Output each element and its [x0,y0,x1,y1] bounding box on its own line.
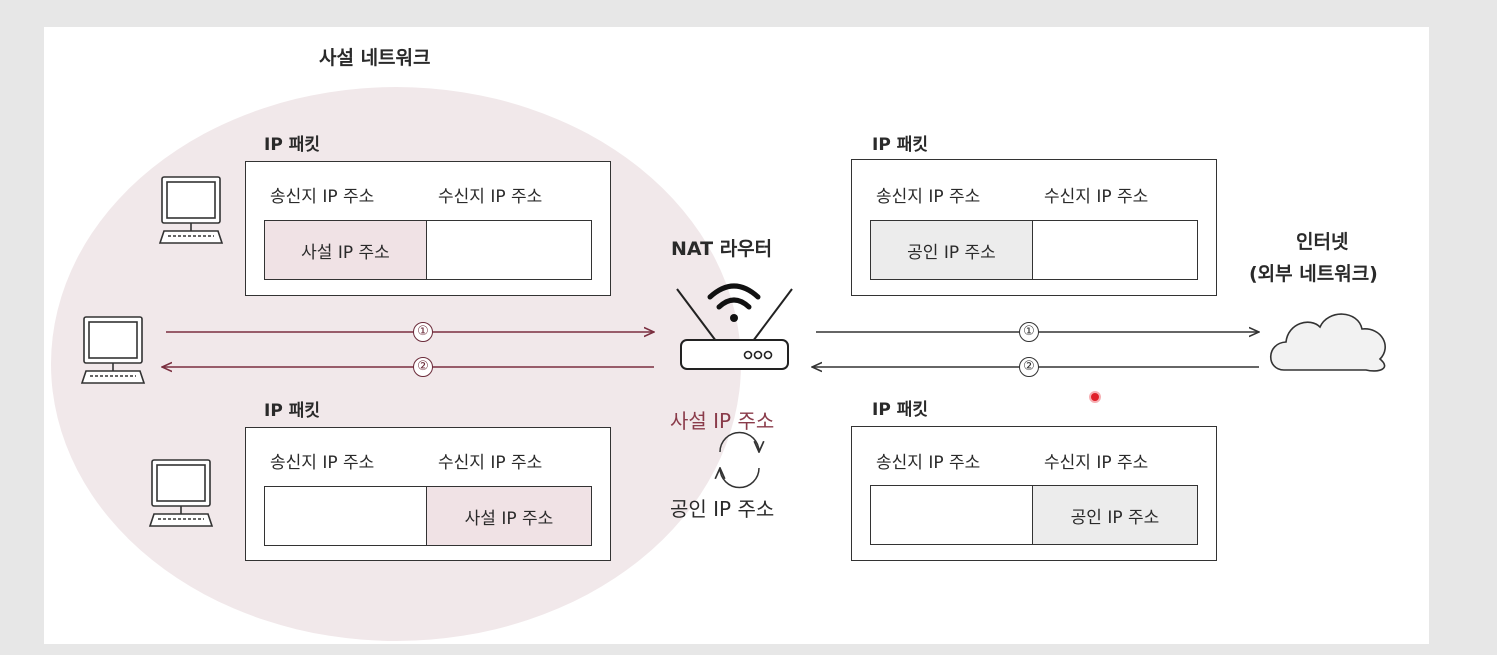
packet-private-outgoing: 송신지 IP 주소 수신지 IP 주소 사설 IP 주소 [245,161,611,296]
source-cell: 공인 IP 주소 [870,220,1033,280]
step-1-private-label: ① [413,322,433,342]
cloud-icon [1270,313,1386,372]
internet-label-line2: (외부 네트워크) [1249,263,1378,285]
computer-icon [148,459,214,527]
step-2-private-label: ② [413,357,433,377]
destination-cell: 사설 IP 주소 [426,486,592,546]
source-header: 송신지 IP 주소 [270,453,375,473]
packet-title: IP 패킷 [872,400,928,420]
destination-header: 수신지 IP 주소 [1044,187,1149,207]
source-header: 송신지 IP 주소 [876,453,981,473]
source-cell [870,485,1033,545]
private-network-label: 사설 네트워크 [319,47,431,69]
packet-private-incoming: 송신지 IP 주소 수신지 IP 주소 사설 IP 주소 [245,427,611,561]
slide-canvas: 사설 네트워크 NAT 라우터 인터넷 (외부 네트워크) 사설 IP 주소 공… [44,27,1429,644]
computer-icon [158,176,224,244]
router-label: NAT 라우터 [671,238,773,260]
destination-header: 수신지 IP 주소 [438,187,543,207]
wifi-icon [707,283,761,322]
packet-public-incoming: 송신지 IP 주소 수신지 IP 주소 공인 IP 주소 [851,426,1217,561]
destination-cell [1032,220,1198,280]
source-cell [264,486,427,546]
cycle-icon [720,431,759,489]
cursor-dot [1089,391,1101,403]
source-cell: 사설 IP 주소 [264,220,427,280]
destination-header: 수신지 IP 주소 [438,453,543,473]
internet-label-line1: 인터넷 [1296,231,1349,253]
step-2-public-label: ② [1019,357,1039,377]
packet-title: IP 패킷 [264,401,320,421]
destination-cell [426,220,592,280]
packet-public-outgoing: 송신지 IP 주소 수신지 IP 주소 공인 IP 주소 [851,159,1217,296]
destination-header: 수신지 IP 주소 [1044,453,1149,473]
source-header: 송신지 IP 주소 [876,187,981,207]
router-icon [676,288,793,370]
destination-cell: 공인 IP 주소 [1032,485,1198,545]
source-header: 송신지 IP 주소 [270,187,375,207]
translation-to: 공인 IP 주소 [670,497,775,521]
computer-icon [80,316,146,384]
packet-title: IP 패킷 [264,135,320,155]
step-1-public-label: ① [1019,322,1039,342]
translation-from: 사설 IP 주소 [670,409,775,433]
packet-title: IP 패킷 [872,135,928,155]
